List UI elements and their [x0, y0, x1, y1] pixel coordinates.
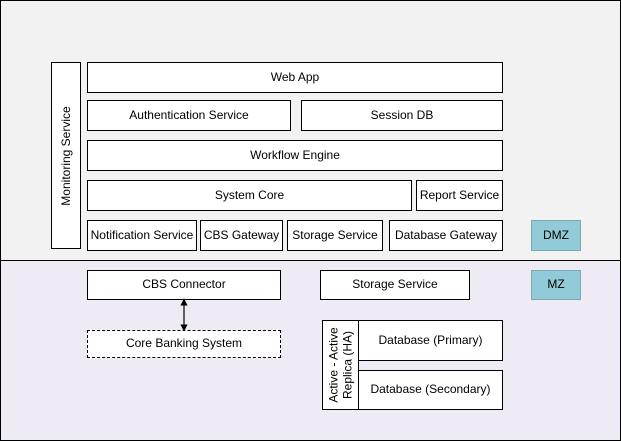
workflow-engine-box: Workflow Engine: [87, 140, 503, 171]
cbs-gateway-box: CBS Gateway: [200, 220, 283, 251]
storage-service-mz-box: Storage Service: [320, 270, 470, 300]
storage-service-dmz-box: Storage Service: [287, 220, 383, 251]
notification-service-box: Notification Service: [87, 220, 197, 251]
mz-tag: MZ: [531, 270, 581, 300]
authentication-service-box: Authentication Service: [87, 100, 291, 131]
web-app-box: Web App: [87, 62, 503, 93]
database-gateway-box: Database Gateway: [389, 220, 503, 251]
monitoring-service-box: Monitoring Service: [51, 62, 81, 249]
dmz-tag: DMZ: [531, 220, 581, 251]
database-secondary-box: Database (Secondary): [358, 370, 503, 410]
database-primary-box: Database (Primary): [358, 320, 503, 361]
report-service-box: Report Service: [416, 180, 503, 211]
session-db-box: Session DB: [301, 100, 503, 131]
replica-label-box: Active - Active Replica (HA): [322, 320, 359, 410]
system-core-box: System Core: [87, 180, 412, 211]
